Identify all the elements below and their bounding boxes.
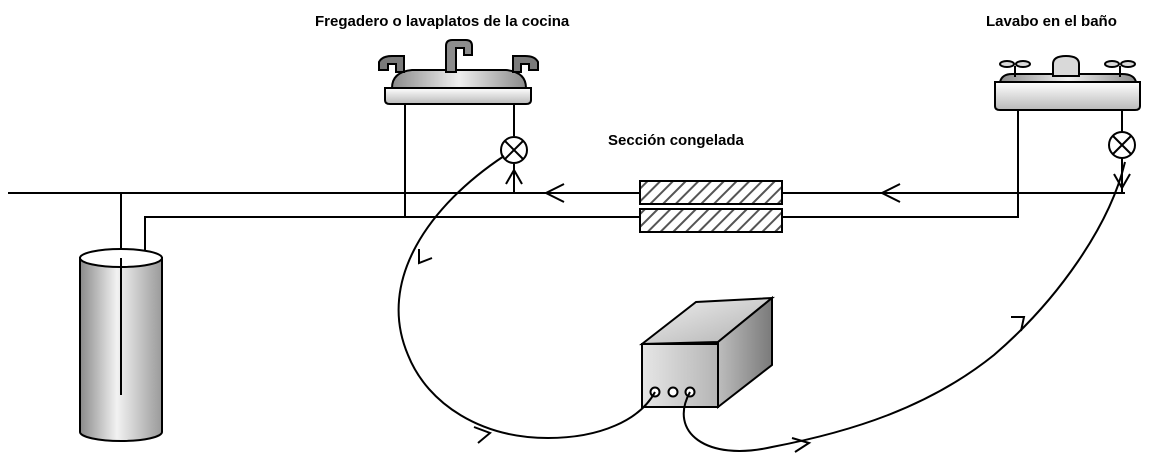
- cable-arrow-bottom-right: [791, 437, 812, 453]
- cable-right: [682, 161, 1126, 452]
- frozen-section-upper: [639, 180, 783, 205]
- lower-pipe: [144, 108, 1019, 250]
- kitchen-sink-icon: [378, 39, 539, 105]
- kitchen-right-handle: [512, 55, 539, 73]
- bath-spout: [1052, 54, 1080, 77]
- cable-arrow-right: [1011, 316, 1026, 332]
- cables: [397, 155, 1126, 452]
- valve-cross-icon: [500, 136, 528, 164]
- frozen-section-label: Sección congelada: [608, 132, 745, 149]
- kitchen-left-handle: [378, 55, 405, 73]
- flow-arrows: [505, 167, 1131, 203]
- kitchen-spout: [445, 39, 473, 73]
- bath-right-handle: [1104, 60, 1136, 77]
- kitchen-up-arrow: [505, 167, 523, 185]
- cable-arrows: [418, 249, 1026, 453]
- bath-valve-icon: [1108, 131, 1136, 159]
- main-pipes: [8, 102, 1125, 395]
- welder-terminal-2: [667, 386, 679, 398]
- bath-left-handle: [999, 60, 1031, 77]
- bathroom-sink-label: Lavabo en el baño: [986, 13, 1117, 30]
- welder-box-icon: [638, 295, 776, 410]
- cable-arrow-upper-left: [418, 249, 433, 265]
- well-casing-icon: [79, 248, 163, 442]
- bath-down-arrow: [1113, 173, 1131, 191]
- cable-arrow-bottom-left: [473, 426, 492, 444]
- frozen-section-lower: [639, 208, 783, 233]
- bathroom-sink-icon: [994, 54, 1141, 111]
- cable-left: [397, 155, 656, 440]
- flow-arrow-left: [543, 183, 565, 203]
- kitchen-sink-label: Fregadero o lavaplatos de la cocina: [315, 13, 570, 30]
- flow-arrow-right: [879, 183, 901, 203]
